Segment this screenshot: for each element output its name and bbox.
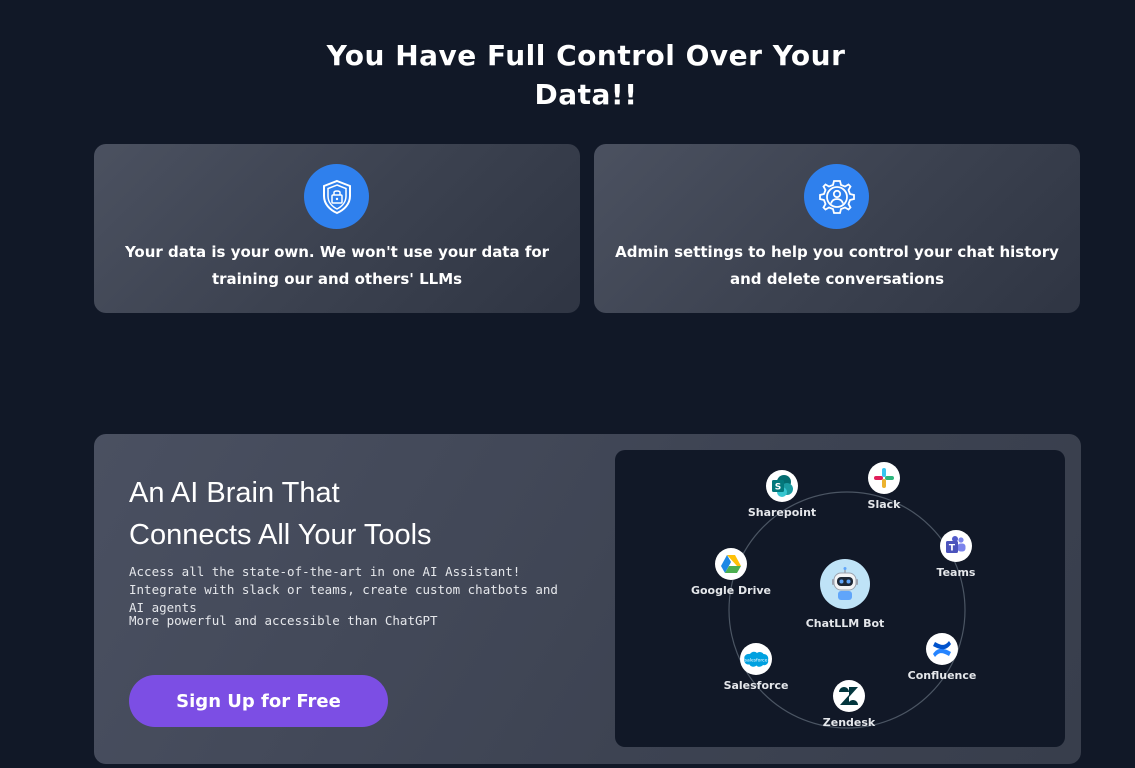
integration-label: Google Drive bbox=[690, 584, 772, 597]
admin-settings-card: Admin settings to help you control your … bbox=[594, 144, 1080, 313]
integration-chatllm-bot: ChatLLM Bot bbox=[795, 559, 895, 630]
integration-zendesk: Zendesk bbox=[799, 680, 899, 729]
user-gear-icon bbox=[804, 164, 869, 229]
integration-label: Teams bbox=[936, 566, 976, 579]
admin-settings-card-text: Admin settings to help you control your … bbox=[615, 243, 1059, 288]
shield-lock-icon bbox=[304, 164, 369, 229]
confluence-icon bbox=[926, 633, 958, 665]
section-heading-line2: Data!! bbox=[534, 78, 638, 111]
integration-label: Salesforce bbox=[723, 679, 789, 692]
panel-subtext: More powerful and accessible than ChatGP… bbox=[129, 613, 438, 628]
integration-label: Slack bbox=[867, 498, 901, 511]
zendesk-icon bbox=[833, 680, 865, 712]
panel-title: An AI Brain That Connects All Your Tools bbox=[129, 472, 432, 556]
section-heading-line1: You Have Full Control Over Your bbox=[326, 39, 846, 72]
teams-icon: T bbox=[940, 530, 972, 562]
privacy-card-text: Your data is your own. We won't use your… bbox=[124, 243, 550, 288]
svg-text:salesforce: salesforce bbox=[745, 658, 768, 664]
privacy-card: Your data is your own. We won't use your… bbox=[94, 144, 580, 313]
integration-salesforce: salesforce Salesforce bbox=[706, 643, 806, 692]
sign-up-button[interactable]: Sign Up for Free bbox=[129, 675, 388, 727]
integrations-ring bbox=[728, 491, 966, 729]
salesforce-icon: salesforce bbox=[740, 643, 772, 675]
integration-confluence: Confluence bbox=[892, 633, 992, 682]
section-heading: You Have Full Control Over Your Data!! bbox=[0, 36, 1135, 114]
integration-google-drive: Google Drive bbox=[681, 548, 781, 597]
integrations-diagram: S Sharepoint Slack bbox=[615, 450, 1065, 747]
integration-sharepoint: S Sharepoint bbox=[732, 470, 832, 519]
svg-text:T: T bbox=[949, 544, 956, 554]
svg-text:S: S bbox=[775, 483, 781, 493]
panel-title-line2: Connects All Your Tools bbox=[129, 519, 432, 551]
integration-label: Sharepoint bbox=[747, 506, 817, 519]
robot-icon bbox=[820, 559, 870, 609]
integration-label: Zendesk bbox=[822, 716, 876, 729]
integration-label: Confluence bbox=[907, 669, 977, 682]
integration-slack: Slack bbox=[834, 462, 934, 511]
panel-description: Access all the state-of-the-art in one A… bbox=[129, 564, 558, 615]
google-drive-icon bbox=[715, 548, 747, 580]
integration-label: ChatLLM Bot bbox=[805, 617, 885, 630]
panel-title-line1: An AI Brain That bbox=[129, 477, 340, 509]
slack-icon bbox=[868, 462, 900, 494]
integrations-panel: An AI Brain That Connects All Your Tools… bbox=[94, 434, 1081, 764]
integration-teams: T Teams bbox=[906, 530, 1006, 579]
sharepoint-icon: S bbox=[766, 470, 798, 502]
